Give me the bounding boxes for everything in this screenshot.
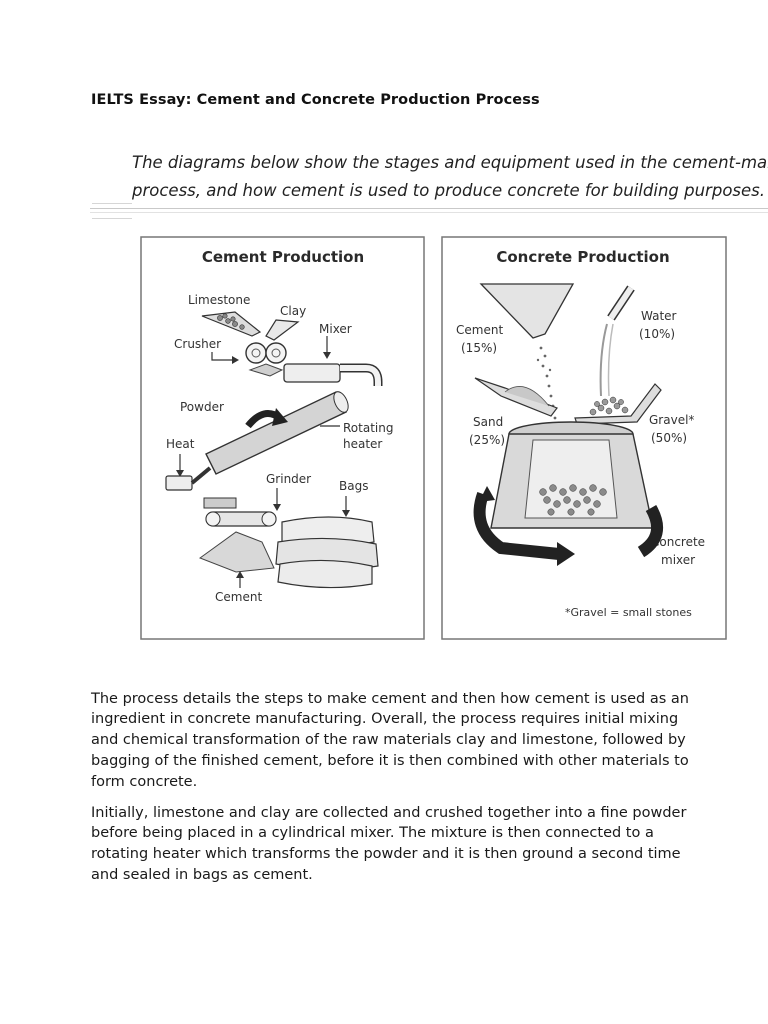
gravel-footnote: *Gravel = small stones: [565, 606, 692, 619]
label-sand: Sand: [473, 415, 503, 429]
label-concrete-mixer-2: mixer: [661, 553, 695, 567]
label-sand-percent: (25%): [469, 433, 505, 447]
label-cement: Cement: [215, 590, 262, 604]
task-prompt: The diagrams below show the stages and e…: [132, 149, 768, 205]
label-grinder: Grinder: [266, 472, 311, 486]
essay-paragraph-2: Initially, limestone and clay are collec…: [91, 803, 691, 886]
cement-panel-title: Cement Production: [202, 248, 364, 266]
concrete-production-panel: Concrete Production Cement (15%) Water (…: [441, 236, 728, 642]
label-limestone: Limestone: [188, 293, 250, 307]
prompt-divider-shadow: [90, 212, 768, 213]
concrete-panel-title: Concrete Production: [496, 248, 669, 266]
label-rotating-heater-1: Rotating: [343, 421, 393, 435]
label-cement-ingredient: Cement: [456, 323, 503, 337]
label-crusher: Crusher: [174, 337, 221, 351]
cement-production-panel: Cement Production Limestone Clay Mixer C…: [140, 236, 426, 642]
label-clay: Clay: [280, 304, 306, 318]
label-gravel: Gravel*: [649, 413, 694, 427]
label-gravel-percent: (50%): [651, 431, 687, 445]
label-heat: Heat: [166, 437, 195, 451]
label-powder: Powder: [180, 400, 224, 414]
label-cement-percent: (15%): [461, 341, 497, 355]
label-bags: Bags: [339, 479, 368, 493]
label-water-percent: (10%): [639, 327, 675, 341]
label-rotating-heater-2: heater: [343, 437, 382, 451]
task-prompt-line-2: process, and how cement is used to produ…: [132, 177, 768, 205]
label-water: Water: [641, 309, 677, 323]
task-prompt-line-1: The diagrams below show the stages and e…: [132, 149, 768, 177]
essay-paragraph-1: The process details the steps to make ce…: [91, 689, 691, 793]
document-title: IELTS Essay: Cement and Concrete Product…: [91, 92, 540, 108]
label-mixer: Mixer: [319, 322, 352, 336]
process-diagram: Cement Production Limestone Clay Mixer C…: [140, 236, 728, 642]
table-handle-decoration: [92, 203, 132, 219]
prompt-divider: [90, 208, 768, 209]
